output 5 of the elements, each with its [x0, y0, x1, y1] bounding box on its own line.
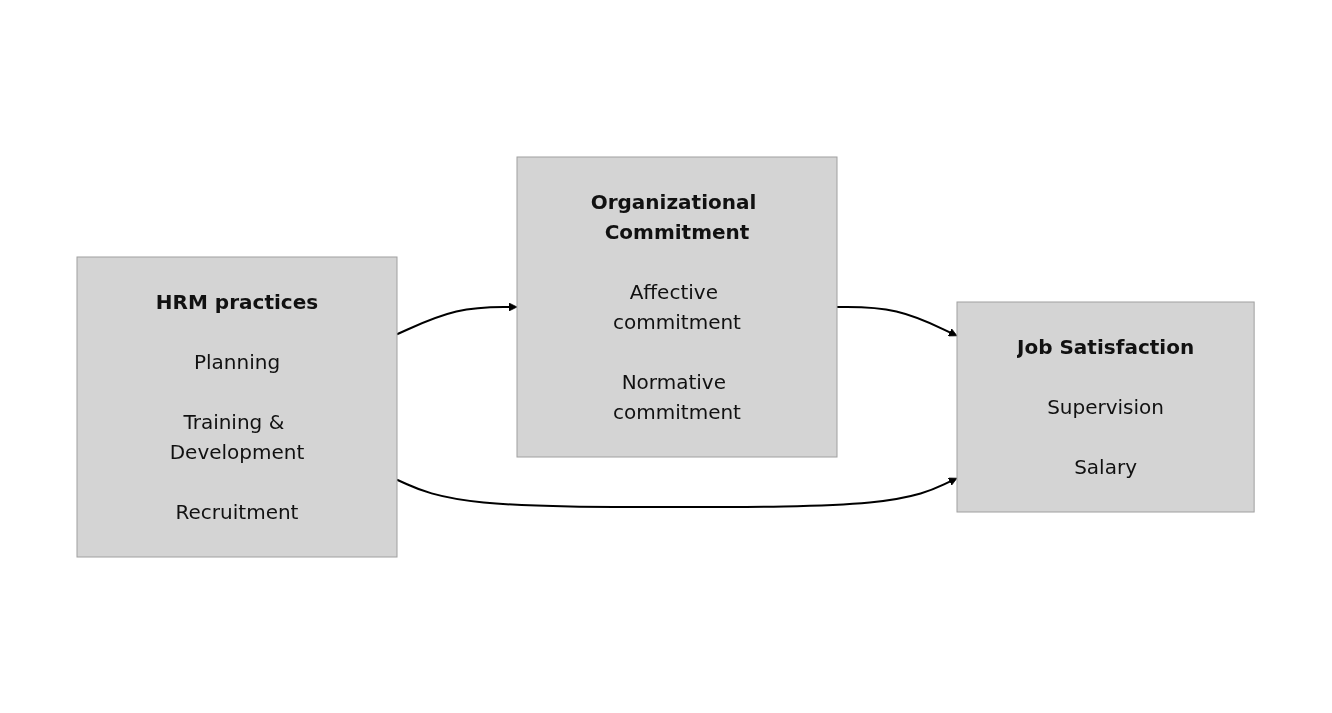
arrow [396, 302, 518, 335]
node-box: HRM practices Planning Training & Development Recruitment [76, 256, 398, 557]
arrow [836, 305, 958, 336]
arrow [396, 477, 958, 508]
node-box: Organizational Commitment Affective commitment Normative commitment [516, 156, 838, 457]
